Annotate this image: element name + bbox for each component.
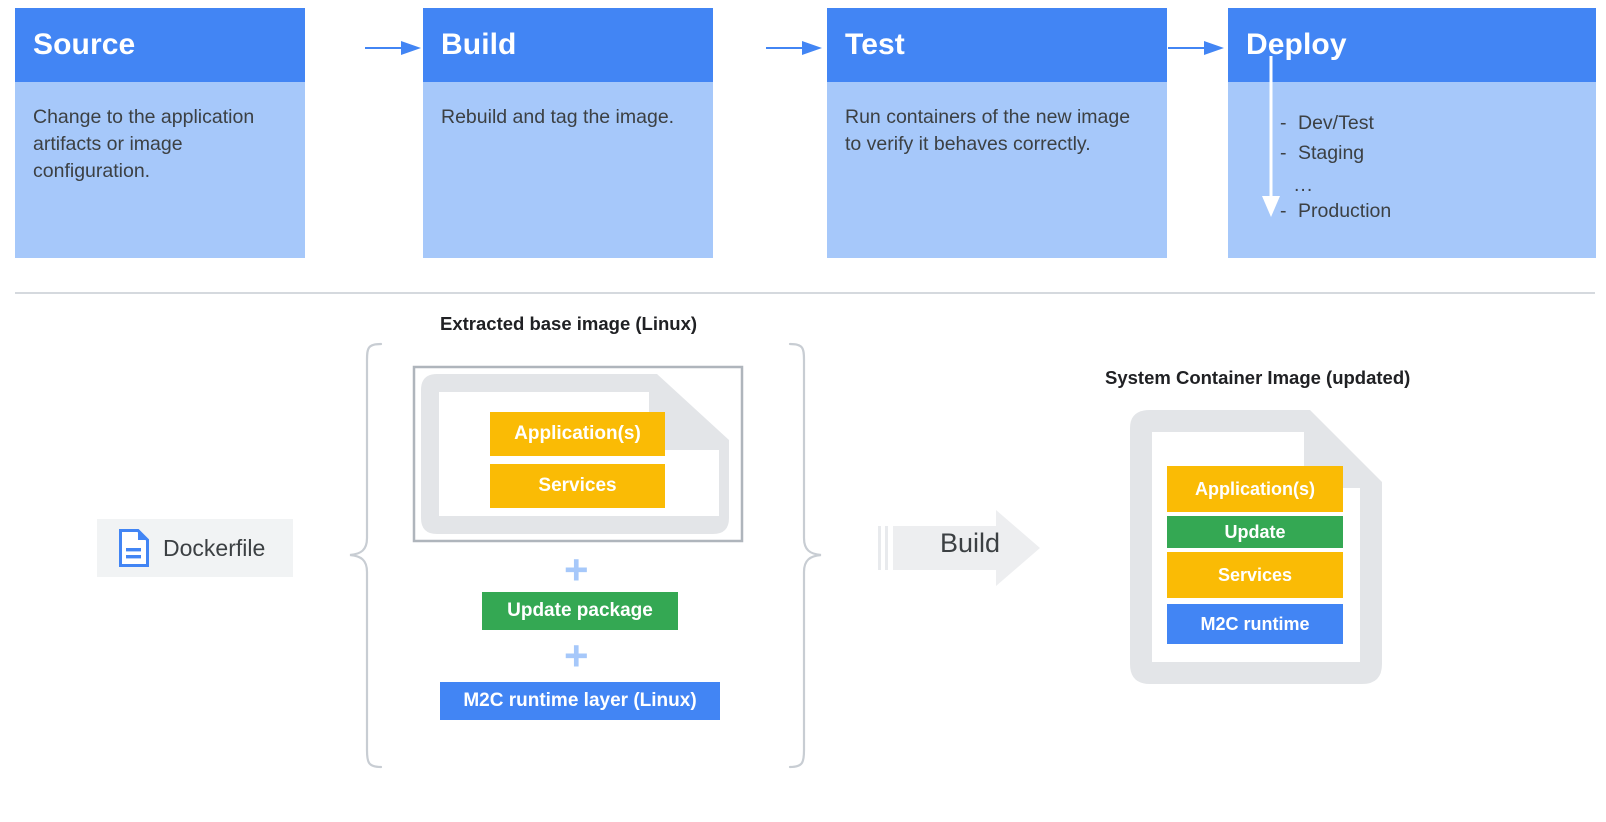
dockerfile-chip[interactable]: Dockerfile — [97, 519, 293, 577]
list-bullet: - — [1280, 200, 1287, 222]
ellipsis-text: ... — [1294, 174, 1314, 196]
list-item-label: Staging — [1298, 142, 1365, 164]
stage-description: Change to the application artifacts or i… — [33, 106, 255, 182]
stage-header: Test — [827, 8, 1167, 82]
result-layer-services: Services — [1167, 552, 1343, 598]
layer-label: Update package — [507, 600, 653, 621]
stage-description: Rebuild and tag the image. — [441, 106, 675, 128]
left-curly-brace — [349, 342, 383, 769]
result-layer-update: Update — [1167, 516, 1343, 548]
layer-label: Services — [538, 475, 617, 496]
build-action-arrow[interactable]: Build — [878, 508, 1042, 588]
plus-symbol: + — [564, 632, 589, 679]
arrow-right-icon-test-deploy — [1168, 39, 1226, 57]
pipeline-stage-deploy: Deploy - Dev/Test - Staging ... - — [1228, 8, 1596, 258]
list-item: - Production — [1246, 200, 1578, 230]
stage-body: Rebuild and tag the image. — [423, 82, 713, 258]
document-file-icon — [119, 529, 149, 567]
stage-header: Deploy — [1228, 8, 1596, 82]
arrow-right-icon-build-test — [766, 39, 824, 57]
section-divider — [15, 292, 1595, 294]
pipeline-stage-test: Test Run containers of the new image to … — [827, 8, 1167, 258]
list-item-label: Dev/Test — [1298, 112, 1374, 134]
stage-title: Test — [845, 28, 905, 61]
addon-layer-update-package: Update package — [482, 592, 678, 630]
plus-icon-1: + — [564, 549, 589, 591]
right-group-caption: System Container Image (updated) — [1105, 367, 1411, 388]
base-layer-services: Services — [490, 464, 665, 508]
stage-title: Build — [441, 28, 517, 61]
stage-header: Source — [15, 8, 305, 82]
pipeline-stage-build: Build Rebuild and tag the image. — [423, 8, 713, 258]
stage-body: Run containers of the new image to verif… — [827, 82, 1167, 258]
layer-label: M2C runtime layer (Linux) — [463, 690, 697, 711]
layer-label: Application(s) — [1195, 478, 1315, 499]
right-curly-brace — [788, 342, 822, 769]
layer-label: Update — [1224, 521, 1286, 542]
base-layer-applications: Application(s) — [490, 412, 665, 456]
list-item: - Dev/Test — [1246, 112, 1578, 142]
down-arrow-icon — [1258, 56, 1284, 225]
list-ellipsis: ... — [1246, 172, 1578, 198]
stage-body: Change to the application artifacts or i… — [15, 82, 305, 258]
block-arrow-right-icon — [878, 510, 1040, 586]
plus-icon-2: + — [564, 635, 589, 677]
left-group-caption: Extracted base image (Linux) — [440, 313, 698, 334]
list-item: - Staging — [1246, 142, 1578, 172]
stage-title: Source — [33, 28, 136, 61]
result-layer-m2c-runtime: M2C runtime — [1167, 604, 1343, 644]
stage-title: Deploy — [1246, 28, 1347, 61]
list-bullet: - — [1280, 142, 1287, 164]
layer-label: Application(s) — [514, 423, 641, 444]
layer-label: Services — [1217, 564, 1293, 585]
addon-layer-m2c-runtime: M2C runtime layer (Linux) — [440, 682, 720, 720]
list-item-label: Production — [1298, 200, 1392, 222]
deploy-environment-list: - Dev/Test - Staging ... - Production — [1246, 56, 1578, 230]
arrow-right-icon-source-build — [365, 39, 423, 57]
stage-description: Run containers of the new image to verif… — [845, 106, 1131, 155]
stage-body: - Dev/Test - Staging ... - Production — [1228, 56, 1596, 258]
plus-symbol: + — [564, 546, 589, 593]
dockerfile-label: Dockerfile — [163, 534, 266, 561]
list-bullet: - — [1280, 112, 1287, 134]
result-layer-applications: Application(s) — [1167, 466, 1343, 512]
build-action-label: Build — [940, 528, 1001, 558]
pipeline-stage-source: Source Change to the application artifac… — [15, 8, 305, 258]
layer-label: M2C runtime — [1200, 613, 1310, 634]
stage-header: Build — [423, 8, 713, 82]
